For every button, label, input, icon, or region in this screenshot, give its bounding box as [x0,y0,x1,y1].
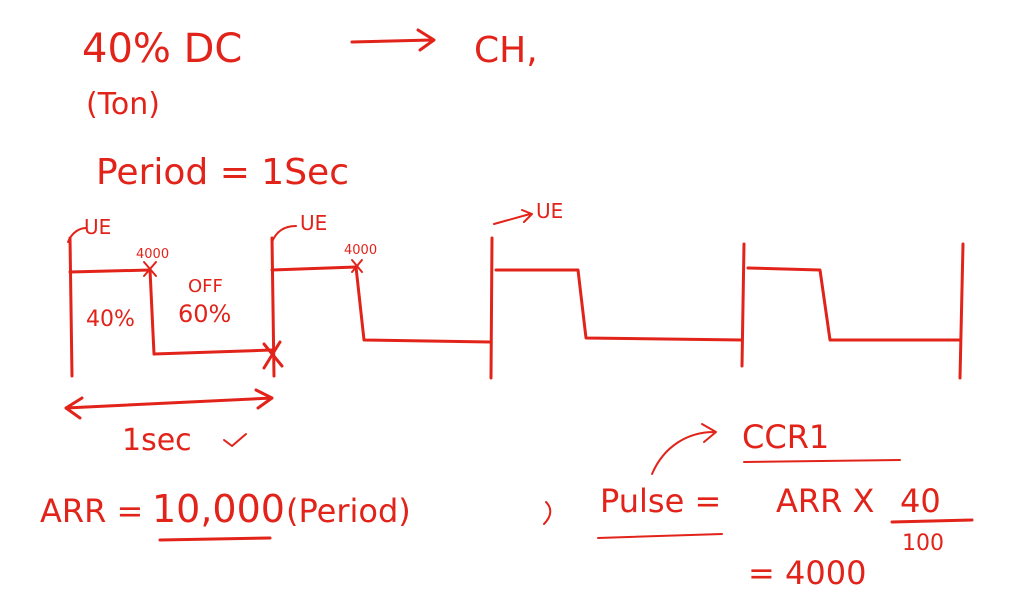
arrow-to-channel-icon [350,28,436,52]
ue-label-1: UE [84,215,111,239]
ton-text: (Ton) [86,87,160,122]
ccr-underline [743,459,901,463]
count-label-1: 4000 [136,247,169,262]
arr-value-underline [158,536,272,542]
pulse-underline [597,533,723,539]
off-label: OFF [188,276,223,297]
ue-hook-1 [67,227,87,243]
ue-hook-2 [271,225,297,243]
duration-arrow-icon [64,388,274,420]
ue-marker-1 [68,236,74,378]
duration-check-icon [223,433,247,447]
fraction-bar [890,518,974,524]
pwm-waveform [68,265,962,356]
arr-suffix: (Period) [286,492,411,530]
ue-hook-3 [493,209,533,225]
pulse-rhs: ARR X [776,482,874,520]
count-tick-1 [143,261,157,277]
separator-comma [543,501,552,525]
ue-label-2: UE [300,211,327,235]
on-percent-text: 40% [86,307,135,332]
ue-marker-5 [958,242,965,380]
count-tick-2 [351,259,363,273]
channel-text: CH, [474,30,538,71]
duration-label: 1sec [122,423,192,458]
fraction-numerator: 40 [900,482,941,520]
period-end-mark [262,340,284,370]
arr-value: 10,000 [152,487,285,531]
ue-marker-4 [740,242,746,368]
duty-cycle-text: 40% DC [82,26,242,72]
ue-marker-3 [489,236,494,380]
ue-label-3: UE [536,199,563,223]
arr-prefix: ARR = [40,492,143,530]
pulse-result: = 4000 [748,554,866,592]
ccr-link-arrow-icon [651,423,717,475]
period-text: Period = 1Sec [96,152,349,193]
pulse-lhs: Pulse = [600,482,721,520]
count-label-2: 4000 [344,243,377,258]
fraction-denominator: 100 [902,531,944,556]
ccr-register-text: CCR1 [742,418,829,456]
off-percent-text: 60% [178,300,231,328]
